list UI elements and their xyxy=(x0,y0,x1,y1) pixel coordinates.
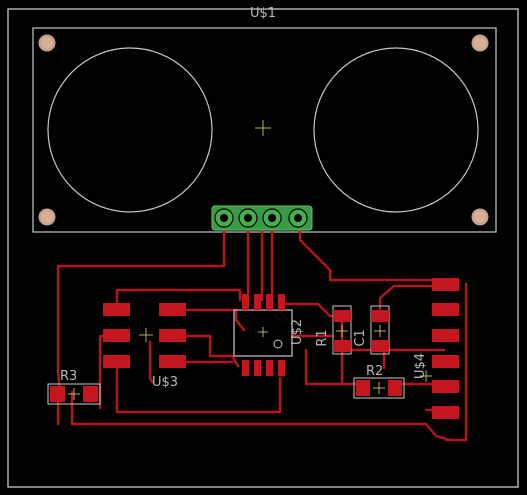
u1-body-outline xyxy=(32,27,497,233)
u2-body xyxy=(233,309,293,357)
u2-label: U$2 xyxy=(290,319,305,345)
u3-device[interactable]: U$3 xyxy=(103,303,186,390)
u1-origin-cross xyxy=(255,120,271,136)
u3-origin-cross xyxy=(139,328,153,342)
u2-origin-cross xyxy=(258,327,268,337)
u4-connector[interactable]: U$4 xyxy=(413,278,459,419)
u4-pads xyxy=(432,278,459,419)
u3-pads xyxy=(103,303,186,368)
r3-outline xyxy=(47,383,101,405)
r2-label: R2 xyxy=(366,364,383,379)
u2-pin1-marker xyxy=(273,339,283,349)
u1-ultrasonic-module[interactable]: U$1 xyxy=(32,6,497,233)
r1-resistor[interactable]: R1 xyxy=(315,305,352,355)
u1-transducer-right xyxy=(313,47,479,213)
u4-label: U$4 xyxy=(413,353,428,379)
u2-pads xyxy=(242,294,285,376)
r3-label: R3 xyxy=(60,369,77,384)
r1-label: R1 xyxy=(315,329,330,346)
u2-soic8[interactable]: U$2 xyxy=(233,294,305,376)
c1-label: C1 xyxy=(353,329,368,346)
u1-transducer-left xyxy=(47,47,213,213)
r3-resistor[interactable]: R3 xyxy=(47,369,101,405)
u4-origin-cross xyxy=(420,370,432,382)
board-outline xyxy=(7,8,519,488)
copper-traces xyxy=(56,216,468,442)
r2-resistor[interactable]: R2 xyxy=(353,364,405,399)
u3-label: U$3 xyxy=(152,375,178,390)
u1-label: U$1 xyxy=(250,6,276,21)
u1-mounting-holes xyxy=(37,33,490,227)
r1-outline xyxy=(332,305,352,355)
r2-outline xyxy=(353,377,405,399)
c1-capacitor[interactable]: C1 xyxy=(353,305,390,355)
u1-header-pins[interactable] xyxy=(211,205,313,231)
c1-outline xyxy=(370,305,390,355)
